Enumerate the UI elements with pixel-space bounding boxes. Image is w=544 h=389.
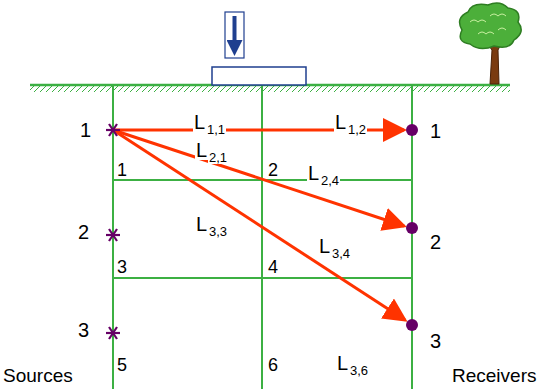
cell-number: 5 <box>117 356 127 374</box>
ray-length-subscript: 2,1 <box>208 151 228 164</box>
source-number: 1 <box>80 120 91 140</box>
tree <box>460 3 522 84</box>
footing <box>212 67 306 85</box>
load-box <box>225 12 244 58</box>
receiver-number: 1 <box>430 121 441 141</box>
ray-length-symbol: L <box>195 214 208 234</box>
cell-number: 4 <box>268 258 278 276</box>
cell-number: 3 <box>117 258 127 276</box>
ray-length-symbol: L <box>195 140 208 160</box>
ray-paths <box>113 130 405 320</box>
ray-length-symbol: L <box>334 112 347 132</box>
ray-length-symbol: L <box>307 163 320 183</box>
axis-caption: Receivers <box>452 366 536 385</box>
cell-number: 6 <box>268 356 278 374</box>
ray-length-symbol: L <box>318 236 331 256</box>
cell-grid <box>113 85 412 389</box>
ray-length-symbol: L <box>336 353 349 373</box>
ray-length-subscript: 3,6 <box>349 364 369 377</box>
receiver-number: 2 <box>430 232 441 252</box>
cell-number: 2 <box>268 161 278 179</box>
source-symbols <box>106 124 120 339</box>
ray-length-symbol: L <box>193 112 206 132</box>
load-arrow <box>233 16 237 48</box>
ray-length-subscript: 1,2 <box>347 123 367 136</box>
source-number: 3 <box>78 320 89 340</box>
ray-length-subscript: 2,4 <box>320 174 340 187</box>
source-number: 2 <box>78 222 89 242</box>
ray-length-subscript: 3,4 <box>331 247 351 260</box>
receiver-number: 3 <box>430 331 441 351</box>
ground-hatch <box>30 86 510 92</box>
cell-number: 1 <box>117 161 127 179</box>
receiver-dots <box>406 124 418 331</box>
ray-length-subscript: 1,1 <box>206 123 226 136</box>
axis-caption: Sources <box>3 366 73 385</box>
ray-length-subscript: 3,3 <box>208 225 228 238</box>
